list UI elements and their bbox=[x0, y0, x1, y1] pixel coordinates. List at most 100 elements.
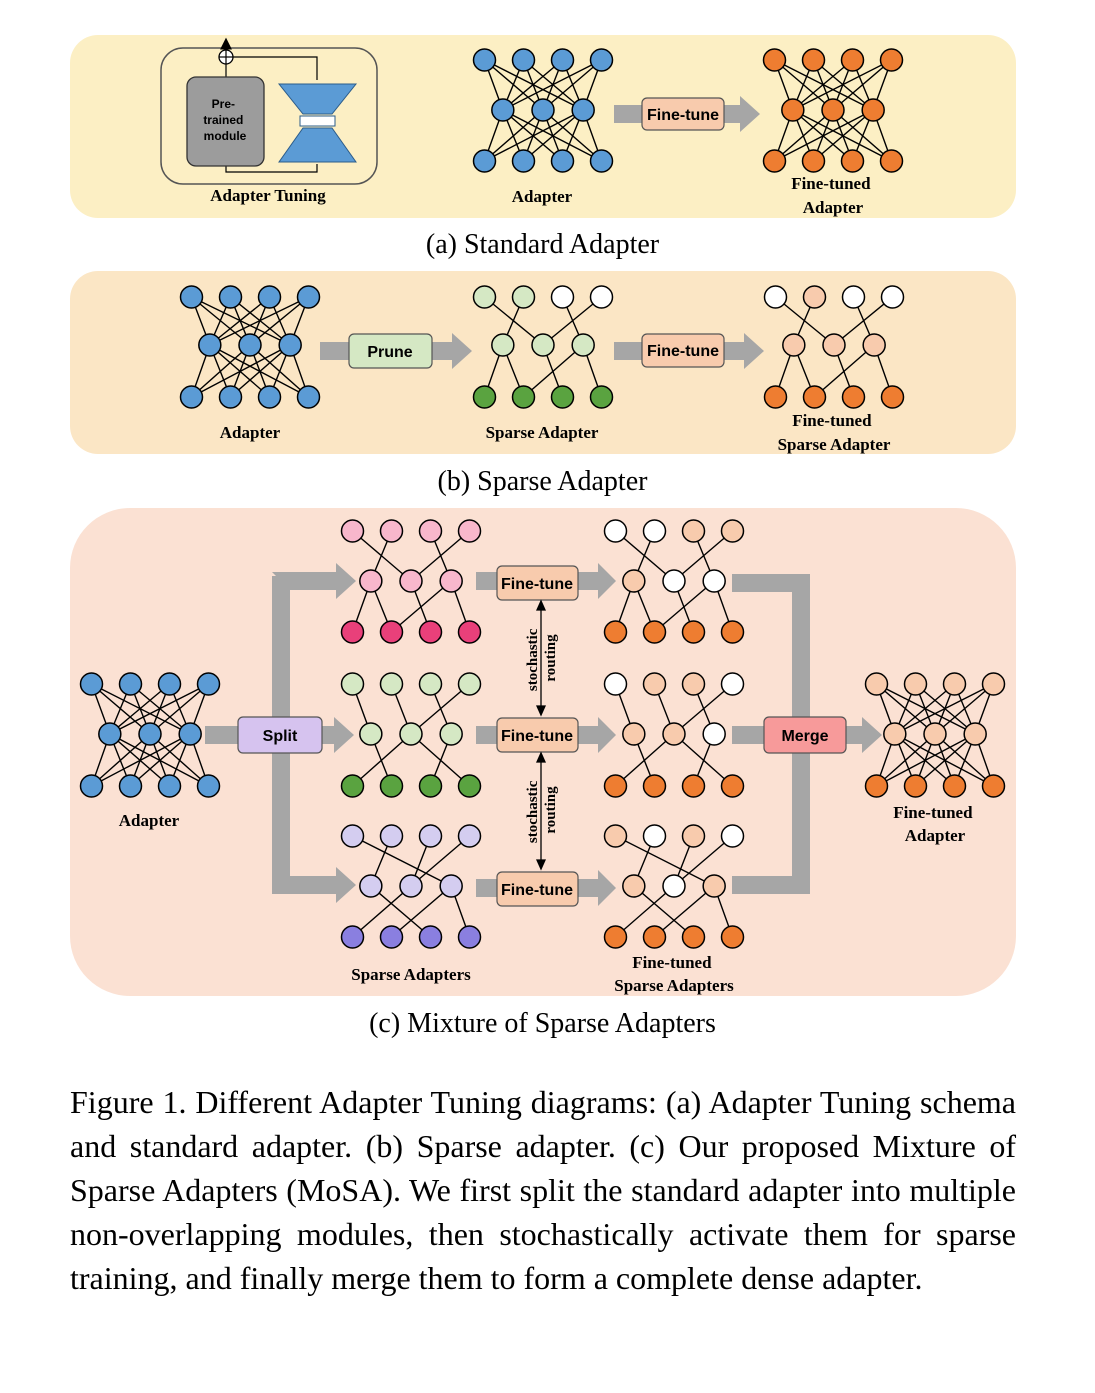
output-node bbox=[720, 925, 745, 949]
panel-b-sparse-label: Sparse Adapter bbox=[486, 423, 599, 442]
output-node bbox=[340, 925, 365, 949]
pretrained-label: Pre- trained module bbox=[203, 97, 246, 143]
output-node bbox=[379, 620, 404, 644]
panel-b-adapter-network bbox=[179, 285, 321, 409]
hidden-node bbox=[622, 722, 646, 746]
output-node bbox=[79, 774, 104, 798]
output-node bbox=[340, 774, 365, 798]
split-box bbox=[237, 716, 323, 754]
output-node bbox=[196, 774, 221, 798]
hidden-node bbox=[622, 874, 646, 898]
input-node bbox=[196, 672, 221, 696]
input-node bbox=[457, 824, 482, 848]
output-node bbox=[942, 774, 967, 798]
input-node bbox=[841, 285, 866, 309]
output-node bbox=[642, 774, 667, 798]
output-node bbox=[589, 149, 614, 173]
input-node bbox=[340, 824, 365, 848]
hidden-node bbox=[862, 333, 886, 357]
output-node bbox=[763, 385, 788, 409]
panel-a-adapter-network bbox=[472, 48, 614, 173]
output-node bbox=[903, 774, 928, 798]
panel-c-finetuned-network bbox=[864, 672, 1006, 798]
hidden-node bbox=[822, 333, 846, 357]
output-node bbox=[550, 149, 575, 173]
input-node bbox=[981, 672, 1006, 696]
output-node bbox=[296, 385, 321, 409]
input-node bbox=[418, 519, 443, 543]
output-node bbox=[179, 385, 204, 409]
hidden-node bbox=[571, 333, 595, 357]
input-node bbox=[603, 519, 628, 543]
input-node bbox=[418, 672, 443, 696]
merge-label: Merge bbox=[781, 728, 828, 745]
panel-c-caption: (c) Mixture of Sparse Adapters bbox=[369, 1008, 716, 1039]
adapter-up-projection bbox=[278, 127, 357, 163]
hidden-node bbox=[359, 722, 383, 746]
output-node bbox=[880, 385, 905, 409]
finetuned-sparse-adapter-bottom bbox=[603, 824, 745, 949]
input-node bbox=[603, 824, 628, 848]
output-node bbox=[642, 925, 667, 949]
input-node bbox=[942, 672, 967, 696]
input-node bbox=[720, 519, 745, 543]
input-node bbox=[179, 285, 204, 309]
sparse-adapters-label: Sparse Adapters bbox=[351, 965, 471, 984]
output-node bbox=[802, 385, 827, 409]
output-node bbox=[379, 774, 404, 798]
stochastic-routing-arrows bbox=[535, 599, 547, 871]
output-node bbox=[603, 925, 628, 949]
output-node bbox=[681, 620, 706, 644]
hidden-node bbox=[399, 569, 423, 593]
finetune-label-top: Fine-tune bbox=[501, 576, 573, 593]
finetuned-sparse-adapter-middle bbox=[603, 672, 745, 798]
hidden-node bbox=[662, 569, 686, 593]
hidden-node bbox=[662, 874, 686, 898]
panel-a-adapter-label: Adapter bbox=[512, 187, 573, 206]
output-node bbox=[418, 774, 443, 798]
output-node bbox=[589, 385, 614, 409]
hidden-node bbox=[359, 569, 383, 593]
output-node bbox=[218, 385, 243, 409]
output-node bbox=[118, 774, 143, 798]
output-node bbox=[457, 774, 482, 798]
input-node bbox=[801, 48, 826, 72]
panel-b-finetune-box bbox=[641, 333, 725, 368]
hidden-node bbox=[439, 874, 463, 898]
input-node bbox=[118, 672, 143, 696]
hidden-node bbox=[491, 98, 515, 122]
input-node bbox=[762, 48, 787, 72]
output-node bbox=[550, 385, 575, 409]
input-node bbox=[550, 48, 575, 72]
adapter-bottleneck bbox=[299, 115, 336, 127]
output-node bbox=[257, 385, 282, 409]
finetune-label-middle: Fine-tune bbox=[501, 728, 573, 745]
output-node bbox=[981, 774, 1006, 798]
input-node bbox=[379, 519, 404, 543]
routing-label-upper: stochastic routing bbox=[525, 625, 559, 691]
panel-a-finetuned-network bbox=[762, 48, 904, 173]
panel-b-finetune-label: Fine-tune bbox=[647, 343, 719, 360]
output-node bbox=[340, 620, 365, 644]
split-label: Split bbox=[263, 728, 298, 745]
panel-b-prune-label: Prune bbox=[367, 344, 412, 361]
input-node bbox=[550, 285, 575, 309]
input-node bbox=[840, 48, 865, 72]
panel-c-finetuned-label: Fine-tuned Adapter bbox=[893, 803, 977, 845]
output-node bbox=[720, 620, 745, 644]
input-node bbox=[457, 672, 482, 696]
hidden-node bbox=[399, 874, 423, 898]
hidden-node bbox=[571, 98, 595, 122]
panel-c-adapter-label: Adapter bbox=[119, 811, 180, 830]
adapter-tuning-label: Adapter Tuning bbox=[210, 186, 326, 205]
hidden-node bbox=[662, 722, 686, 746]
panel-b-caption: (b) Sparse Adapter bbox=[437, 466, 648, 497]
input-node bbox=[379, 824, 404, 848]
input-node bbox=[864, 672, 889, 696]
hidden-node bbox=[923, 722, 947, 746]
hidden-node bbox=[278, 333, 302, 357]
hidden-node bbox=[781, 98, 805, 122]
hidden-node bbox=[702, 722, 726, 746]
input-node bbox=[79, 672, 104, 696]
output-node bbox=[879, 149, 904, 173]
